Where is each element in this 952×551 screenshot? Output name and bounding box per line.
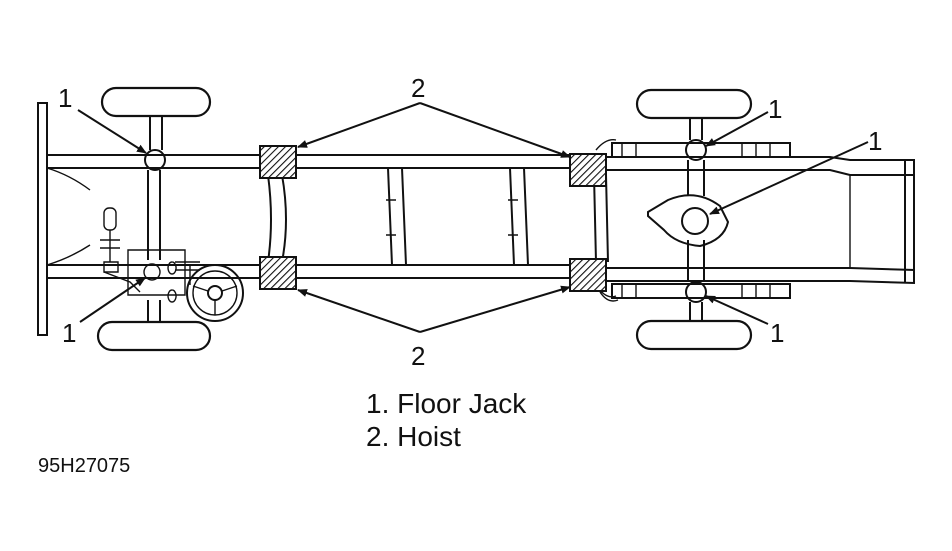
front-bumper: [37, 102, 48, 336]
hoist-pad-rear-right: [569, 258, 607, 292]
figure-code: 95H27075: [38, 455, 131, 477]
callout-hoist-top: 2: [411, 73, 425, 103]
frame-crossmembers: [267, 167, 609, 266]
front-left-tire: [100, 86, 212, 118]
hoist-pad-rear-left: [569, 153, 607, 187]
legend-item-floor-jack: 1. Floor Jack: [366, 388, 527, 419]
hoist-pad-front-right: [259, 256, 297, 290]
callout-floor-jack-differential: 1: [868, 126, 882, 156]
hoist-pad-front-left: [259, 145, 297, 179]
rear-left-tire: [635, 88, 753, 120]
legend-item-hoist: 2. Hoist: [366, 421, 461, 452]
steering-wheel-icon: [186, 264, 244, 322]
callout-floor-jack-rear-bottom: 1: [770, 318, 784, 348]
front-suspension: [100, 116, 200, 322]
rear-right-tire: [635, 319, 753, 351]
frame-rails: [46, 154, 916, 284]
callout-hoist-bottom: 2: [411, 341, 425, 371]
front-right-tire: [96, 320, 212, 352]
callout-leader-lines: [77, 102, 869, 333]
callout-floor-jack-front-bottom: 1: [62, 318, 76, 348]
rear-axle: [595, 118, 791, 321]
callout-floor-jack-front-top: 1: [58, 83, 72, 113]
callout-floor-jack-rear-top: 1: [768, 94, 782, 124]
